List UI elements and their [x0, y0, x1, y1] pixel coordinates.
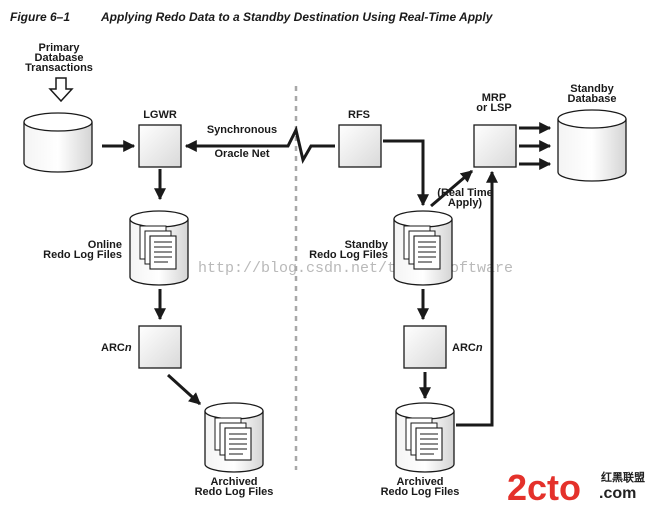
standby-logs-label-2: Redo Log Files — [309, 249, 388, 261]
figure-title: Applying Redo Data to a Standby Destinat… — [100, 10, 494, 24]
primary-transactions-label-3: Transactions — [25, 62, 93, 74]
lgwr-label: LGWR — [143, 109, 177, 121]
rfs-to-standby-logs-arrow — [383, 139, 429, 207]
standby-arcn-prefix: ARC — [452, 342, 476, 354]
standby-logs-label-1: Standby — [345, 239, 389, 251]
standby-archived-label-1: Archived — [396, 476, 443, 488]
rfs-process-box — [338, 124, 382, 168]
primary-arcn-label: ARCn — [101, 342, 132, 354]
primary-arcn-suffix: n — [125, 342, 132, 354]
mrp-process-box — [473, 124, 517, 168]
primary-arcn-prefix: ARC — [101, 342, 125, 354]
brand-main-text: 2cto — [507, 467, 581, 508]
lgwr-process-box — [138, 124, 182, 168]
watermark-text: http://blog.csdn.net/tianlesoftware — [198, 260, 513, 277]
rfs-label: RFS — [348, 109, 370, 121]
standby-archived-label-2: Redo Log Files — [381, 486, 460, 498]
real-time-apply-arrow — [430, 169, 473, 208]
brand-cn-text: 红黑联盟 — [601, 470, 645, 484]
transactions-arrow-icon — [48, 77, 74, 103]
online-logs-label-1: Online — [88, 239, 122, 251]
primary-database-icon — [23, 112, 93, 173]
standby-archived-logs-icon — [395, 402, 455, 473]
oracle-net-link — [184, 125, 335, 165]
standby-database-icon — [557, 109, 627, 182]
mrp-label-2: or LSP — [476, 102, 511, 114]
arcn-to-archived-arrow — [166, 373, 202, 406]
standby-arcn-suffix: n — [476, 342, 483, 354]
brand-logo: 2cto .com 红黑联盟 — [507, 467, 645, 508]
figure-label: Figure 6–1 — [10, 10, 70, 24]
primary-archived-logs-icon — [204, 402, 264, 473]
standby-arcn-label: ARCn — [452, 342, 483, 354]
online-logs-label-2: Redo Log Files — [43, 249, 122, 261]
mrp-label-1: MRP — [482, 92, 506, 104]
standby-redo-logs-icon — [393, 210, 453, 286]
archived-to-mrp-arrow — [456, 170, 498, 427]
synchronous-label: Synchronous — [207, 124, 277, 136]
primary-transactions-label-2: Database — [35, 52, 84, 64]
standby-db-label-1: Standby — [570, 83, 614, 95]
primary-archived-label-2: Redo Log Files — [195, 486, 274, 498]
primary-archived-label-1: Archived — [210, 476, 257, 488]
primary-transactions-label-1: Primary — [39, 42, 81, 54]
online-redo-logs-icon — [129, 210, 189, 286]
standby-arcn-process-box — [403, 325, 447, 369]
oracle-net-label: Oracle Net — [214, 148, 269, 160]
primary-arcn-process-box — [138, 325, 182, 369]
brand-domain-text: .com — [599, 485, 636, 502]
real-time-label-2: Apply) — [448, 197, 483, 209]
standby-db-label-2: Database — [568, 93, 617, 105]
